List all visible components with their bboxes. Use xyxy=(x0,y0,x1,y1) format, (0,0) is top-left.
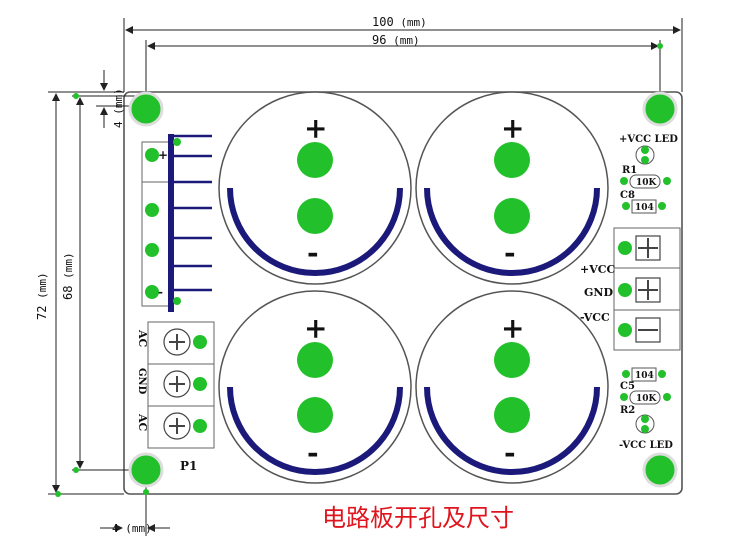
dim-marker-dot xyxy=(143,489,149,495)
mounting-hole-bottom-right xyxy=(642,452,678,488)
c5-value: 104 xyxy=(635,371,654,381)
dim-inner-height-label: 68 (mm) xyxy=(61,252,75,300)
dim-total-width-label: 100 (mm) xyxy=(372,15,427,29)
output-terminal-block: +VCC GND -VCC xyxy=(580,227,681,351)
r2-value: 10K xyxy=(636,394,658,404)
cap-bl-plus: + xyxy=(304,312,327,345)
cap-tr-minus: - xyxy=(504,236,516,269)
r2-label: R2 xyxy=(620,405,635,416)
c5-label: C5 xyxy=(620,381,635,392)
cap-bl-minus: - xyxy=(307,436,319,469)
dim-inner-width-label: 96 (mm) xyxy=(372,33,420,47)
cap-tr-plus: + xyxy=(501,112,524,145)
terminal-gnd-label: GND xyxy=(136,368,147,395)
positive-led-section: +VCC LED R1 10K C8 104 xyxy=(619,134,678,214)
vcc-led-label: +VCC LED xyxy=(619,134,678,145)
c8-label: C8 xyxy=(620,190,635,201)
out-vcc-neg-label: -VCC xyxy=(580,311,610,324)
capacitor-top-right xyxy=(415,91,609,285)
neg-vcc-led-label: -VCC LED xyxy=(619,440,673,451)
mounting-hole-top-right xyxy=(642,91,678,127)
cap-tl-plus: + xyxy=(304,112,327,145)
dim-left-offset-label: 4 (mm) xyxy=(112,522,152,535)
mounting-hole-bottom-left xyxy=(128,452,164,488)
cap-br-minus: - xyxy=(504,436,516,469)
negative-led-section: 104 C5 10K R2 -VCC LED xyxy=(619,367,673,451)
out-vcc-pos-label: +VCC xyxy=(580,263,616,276)
dim-marker-dot xyxy=(73,93,79,99)
out-gnd-label: GND xyxy=(584,286,613,299)
c8-value: 104 xyxy=(635,203,654,213)
r1-value: 10K xyxy=(636,178,658,188)
mounting-holes xyxy=(128,91,678,488)
capacitor-bottom-right xyxy=(415,290,609,484)
ac-terminal-block-p1: AC GND AC P1 xyxy=(136,321,215,473)
terminal-ac-top-label: AC xyxy=(136,329,149,348)
dim-marker-dot xyxy=(657,43,663,49)
dim-total-height-label: 72 (mm) xyxy=(35,272,49,320)
bridge-minus-label: - xyxy=(158,285,163,299)
capacitor-top-left xyxy=(218,91,412,285)
dim-marker-dot xyxy=(73,467,79,473)
r1-label: R1 xyxy=(622,165,637,176)
bridge-plus-label: + xyxy=(158,148,168,162)
dim-marker-dot xyxy=(55,491,61,497)
mounting-hole-top-left xyxy=(128,91,164,127)
cap-tl-minus: - xyxy=(307,236,319,269)
diagram-caption: 电路板开孔及尺寸 xyxy=(322,504,514,532)
terminal-ac-bottom-label: AC xyxy=(136,413,149,432)
dim-top-offset-label: 4 (mm) xyxy=(112,88,125,128)
cap-br-plus: + xyxy=(501,312,524,345)
p1-label: P1 xyxy=(180,459,197,473)
rectifier-bridge: + - xyxy=(141,134,212,312)
capacitor-bottom-left xyxy=(218,290,412,484)
